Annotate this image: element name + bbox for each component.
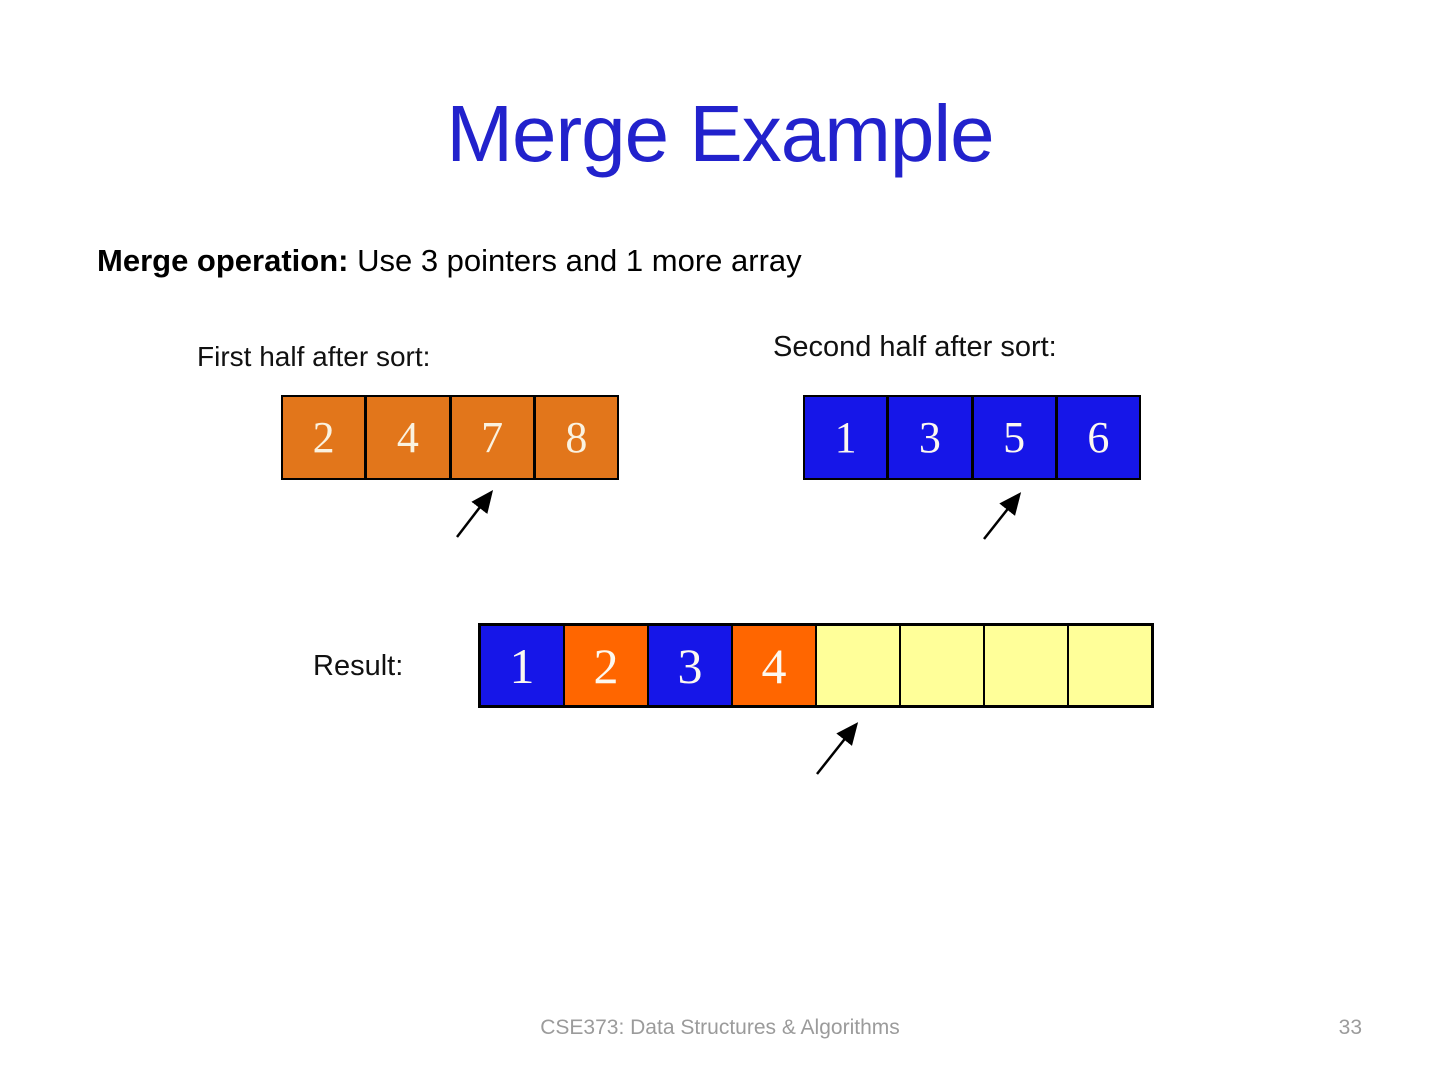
- array-cell: 6: [1057, 397, 1139, 478]
- page-number: 33: [1338, 1016, 1362, 1039]
- array-cell: 3: [649, 626, 733, 705]
- array-cell: 5: [973, 397, 1058, 478]
- result-label: Result:: [313, 650, 404, 682]
- second-half-pointer-arrow-icon: [983, 492, 1022, 540]
- array-cell: [985, 626, 1069, 705]
- first-half-pointer-arrow-icon: [456, 490, 494, 538]
- array-cell: 4: [367, 397, 452, 478]
- result-pointer-arrow-icon: [816, 722, 859, 775]
- array-cell: 1: [805, 397, 890, 478]
- array-cell: 3: [889, 397, 974, 478]
- footer-course-title: CSE373: Data Structures & Algorithms: [540, 1016, 900, 1039]
- array-cell: 7: [451, 397, 536, 478]
- second-half-label: Second half after sort:: [773, 331, 1057, 363]
- array-cell: [901, 626, 985, 705]
- array-cell: [1069, 626, 1151, 705]
- merge-operation-label: Merge operation:: [97, 243, 349, 278]
- array-cell: 4: [733, 626, 817, 705]
- merge-operation-text: Merge operation: Use 3 pointers and 1 mo…: [97, 243, 802, 279]
- array-cell: 1: [481, 626, 565, 705]
- slide-title: Merge Example: [446, 89, 994, 178]
- first-half-label: First half after sort:: [197, 341, 431, 372]
- array-cell: 8: [535, 397, 617, 478]
- merge-operation-description: Use 3 pointers and 1 more array: [348, 243, 802, 278]
- array-cell: 2: [565, 626, 649, 705]
- array-cell: 2: [283, 397, 368, 478]
- array-cell: [817, 626, 901, 705]
